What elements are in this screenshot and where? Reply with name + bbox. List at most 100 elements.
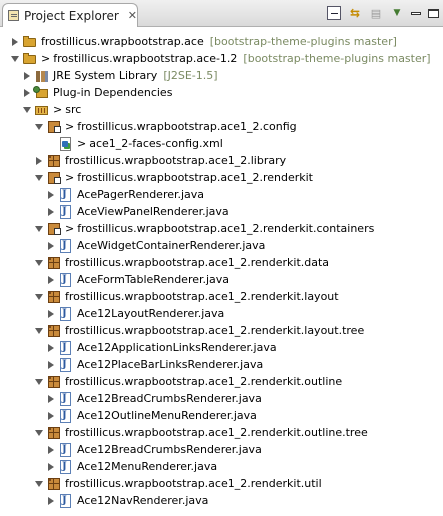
tree-item-label: src <box>65 103 82 116</box>
java-file-icon <box>59 391 73 406</box>
link-with-editor-icon[interactable]: ⇆ <box>349 6 361 20</box>
tree-item[interactable]: frostillicus.wrapbootstrap.ace1_2.render… <box>0 373 443 390</box>
twisty-expanded-icon[interactable] <box>34 258 44 268</box>
tree-item-label: frostillicus.wrapbootstrap.ace-1.2 <box>53 52 238 65</box>
java-file-icon <box>59 238 73 253</box>
tree-item[interactable]: frostillicus.wrapbootstrap.ace1_2.render… <box>0 288 443 305</box>
twisty-collapsed-icon[interactable] <box>46 309 56 319</box>
collapse-all-icon[interactable] <box>327 6 341 20</box>
twisty-collapsed-icon[interactable] <box>10 37 20 47</box>
view-menu-icon[interactable]: ▼ <box>393 8 401 18</box>
tree-item[interactable]: >frostillicus.wrapbootstrap.ace1_2.confi… <box>0 118 443 135</box>
twisty-expanded-icon[interactable] <box>34 292 44 302</box>
tree-item-label: Ace12ApplicationLinksRenderer.java <box>77 341 277 354</box>
tab-project-explorer[interactable]: Project Explorer ✕ <box>2 3 138 27</box>
twisty-expanded-icon[interactable] <box>34 122 44 132</box>
twisty-expanded-icon[interactable] <box>34 173 44 183</box>
project-icon <box>23 52 37 66</box>
twisty-collapsed-icon[interactable] <box>46 207 56 217</box>
library-icon <box>35 69 49 83</box>
tree-item[interactable]: Plug-in Dependencies <box>0 84 443 101</box>
tree-item[interactable]: frostillicus.wrapbootstrap.ace [bootstrap… <box>0 33 443 50</box>
twisty-collapsed-icon[interactable] <box>46 445 56 455</box>
tree-item-label: Ace12LayoutRenderer.java <box>77 307 225 320</box>
twisty-expanded-icon[interactable] <box>34 326 44 336</box>
twisty-spacer <box>46 139 56 149</box>
tree-item[interactable]: Ace12BreadCrumbsRenderer.java <box>0 441 443 458</box>
package-icon <box>47 477 61 491</box>
tree-item-label: frostillicus.wrapbootstrap.ace <box>41 35 204 48</box>
tree-item[interactable]: Ace12BreadCrumbsRenderer.java <box>0 390 443 407</box>
tree-item[interactable]: frostillicus.wrapbootstrap.ace1_2.render… <box>0 254 443 271</box>
java-file-icon <box>59 442 73 457</box>
tree-item[interactable]: AceFormTableRenderer.java <box>0 271 443 288</box>
twisty-expanded-icon[interactable] <box>22 105 32 115</box>
tree-item[interactable]: Ace12MenuRenderer.java <box>0 458 443 475</box>
tree-item[interactable]: >frostillicus.wrapbootstrap.ace1_2.rende… <box>0 220 443 237</box>
tree-item-label: frostillicus.wrapbootstrap.ace1_2.render… <box>65 290 339 303</box>
package-modified-icon <box>47 120 61 134</box>
tree-item-label: frostillicus.wrapbootstrap.ace1_2.render… <box>65 375 343 388</box>
dirty-marker: > <box>53 103 63 116</box>
twisty-collapsed-icon[interactable] <box>46 462 56 472</box>
tree-item[interactable]: >frostillicus.wrapbootstrap.ace1_2.rende… <box>0 169 443 186</box>
tree-item-decoration: [bootstrap-theme-plugins master] <box>209 35 397 48</box>
tree-item[interactable]: frostillicus.wrapbootstrap.ace1_2.render… <box>0 322 443 339</box>
twisty-collapsed-icon[interactable] <box>22 88 32 98</box>
dirty-marker: > <box>65 171 75 184</box>
minimize-icon[interactable] <box>411 11 421 15</box>
tree-item[interactable]: Ace12NavRenderer.java <box>0 492 443 509</box>
package-icon <box>47 426 61 440</box>
tree-item-label: AcePagerRenderer.java <box>77 188 205 201</box>
view-toolbar: ⇆ ▤ ▼ <box>327 5 439 21</box>
twisty-collapsed-icon[interactable] <box>46 190 56 200</box>
tree-item-decoration: [bootstrap-theme-plugins master] <box>243 52 431 65</box>
twisty-expanded-icon[interactable] <box>10 54 20 64</box>
close-icon[interactable]: ✕ <box>127 9 137 22</box>
java-file-icon <box>59 357 73 372</box>
package-modified-icon <box>47 222 61 236</box>
tree-item[interactable]: Ace12PlaceBarLinksRenderer.java <box>0 356 443 373</box>
focus-on-active-task-icon[interactable]: ▤ <box>370 6 382 20</box>
java-file-icon <box>59 408 73 423</box>
tree-item-label: frostillicus.wrapbootstrap.ace1_2.render… <box>65 256 330 269</box>
tree-item[interactable]: frostillicus.wrapbootstrap.ace1_2.librar… <box>0 152 443 169</box>
tree-item[interactable]: Ace12OutlineMenuRenderer.java <box>0 407 443 424</box>
twisty-collapsed-icon[interactable] <box>46 343 56 353</box>
tree-item[interactable]: AcePagerRenderer.java <box>0 186 443 203</box>
tree-item[interactable]: AceWidgetContainerRenderer.java <box>0 237 443 254</box>
dirty-marker: > <box>65 120 75 133</box>
twisty-collapsed-icon[interactable] <box>22 71 32 81</box>
twisty-expanded-icon[interactable] <box>34 479 44 489</box>
tree-item-label: frostillicus.wrapbootstrap.ace1_2.render… <box>77 222 375 235</box>
tree-item[interactable]: Ace12ApplicationLinksRenderer.java <box>0 339 443 356</box>
tree-item[interactable]: >ace1_2-faces-config.xml <box>0 135 443 152</box>
xml-file-icon <box>59 136 73 151</box>
twisty-collapsed-icon[interactable] <box>46 394 56 404</box>
package-icon <box>47 375 61 389</box>
twisty-expanded-icon[interactable] <box>34 377 44 387</box>
twisty-collapsed-icon[interactable] <box>46 360 56 370</box>
twisty-expanded-icon[interactable] <box>34 224 44 234</box>
maximize-icon[interactable] <box>428 8 439 18</box>
twisty-collapsed-icon[interactable] <box>46 411 56 421</box>
package-icon <box>47 290 61 304</box>
tree-item[interactable]: frostillicus.wrapbootstrap.ace1_2.render… <box>0 475 443 492</box>
dirty-marker: > <box>41 52 51 65</box>
twisty-collapsed-icon[interactable] <box>46 496 56 506</box>
plugin-dependencies-icon <box>33 85 49 100</box>
twisty-expanded-icon[interactable] <box>34 428 44 438</box>
tree-item[interactable]: JRE System Library[J2SE-1.5] <box>0 67 443 84</box>
tree-item[interactable]: >frostillicus.wrapbootstrap.ace-1.2 [boot… <box>0 50 443 67</box>
tree-item-decoration: [J2SE-1.5] <box>163 69 218 82</box>
package-icon <box>47 324 61 338</box>
tree-item-label: frostillicus.wrapbootstrap.ace1_2.render… <box>65 324 365 337</box>
tree-item[interactable]: Ace12LayoutRenderer.java <box>0 305 443 322</box>
tree-item-label: frostillicus.wrapbootstrap.ace1_2.config <box>77 120 297 133</box>
tree-item[interactable]: AceViewPanelRenderer.java <box>0 203 443 220</box>
twisty-collapsed-icon[interactable] <box>46 241 56 251</box>
twisty-collapsed-icon[interactable] <box>34 156 44 166</box>
tree-item[interactable]: >src <box>0 101 443 118</box>
tree-item[interactable]: frostillicus.wrapbootstrap.ace1_2.render… <box>0 424 443 441</box>
twisty-collapsed-icon[interactable] <box>46 275 56 285</box>
